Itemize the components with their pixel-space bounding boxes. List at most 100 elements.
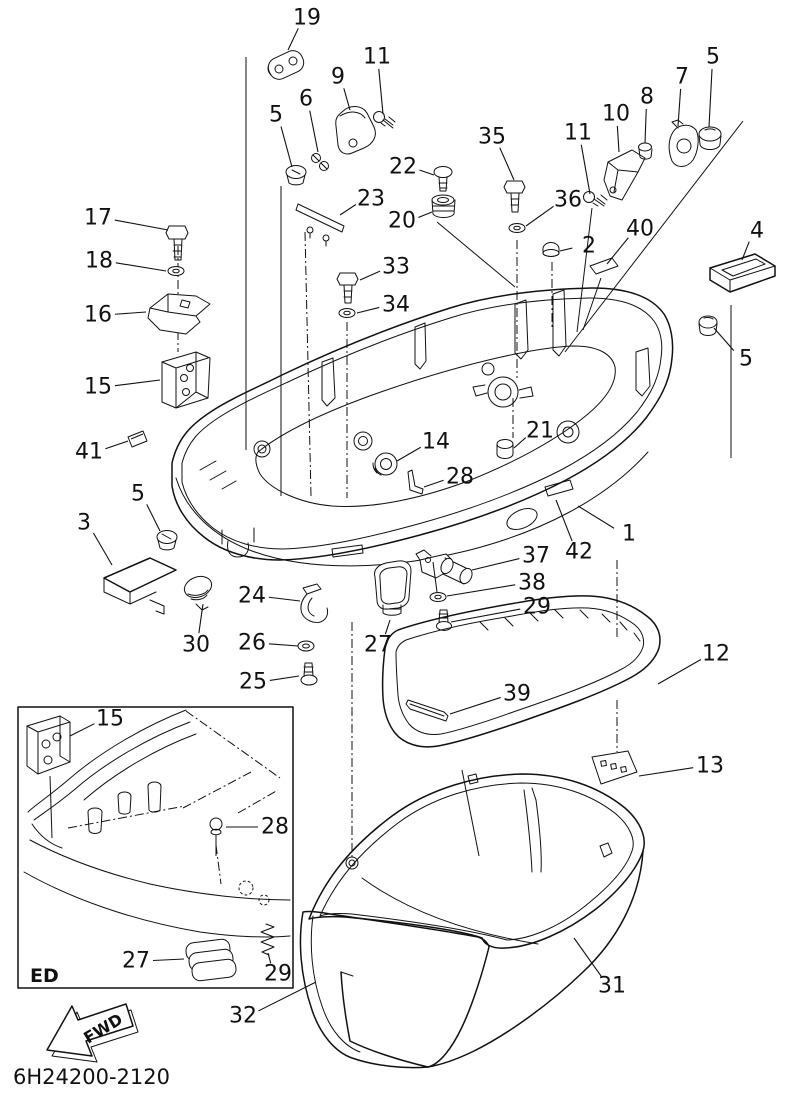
handle-part-4 <box>709 253 776 293</box>
inset-bolt-part-28 <box>209 817 223 856</box>
gasket-part-12 <box>381 595 661 748</box>
leader-line-39 <box>449 696 501 715</box>
leader-line-27 <box>152 958 185 962</box>
clips-part-6 <box>311 153 329 171</box>
plate-part-19 <box>267 50 305 80</box>
inset-box <box>17 706 294 989</box>
damper-part-15 <box>161 351 211 409</box>
plate-part-7 <box>668 119 699 167</box>
washer-part-38 <box>429 592 447 602</box>
callout-number-15: 15 <box>96 707 124 732</box>
handle-part-3 <box>103 557 177 615</box>
callout-number-15: 15 <box>84 375 112 400</box>
washer-part-34 <box>338 308 356 318</box>
callout-number-19: 19 <box>293 6 321 31</box>
callout-number-27: 27 <box>122 949 150 974</box>
leader-line-5 <box>713 327 735 352</box>
callout-number-8: 8 <box>640 85 654 110</box>
leader-line-7 <box>677 88 682 127</box>
callout-number-21: 21 <box>526 419 554 444</box>
assembly-lines-layer <box>49 57 744 885</box>
inset-view-ed: ED <box>17 706 294 989</box>
callout-layer: 1911965352223203633341718161541531110875… <box>69 6 764 1029</box>
callout-number-34: 34 <box>382 293 410 318</box>
bar-part-23 <box>295 203 345 247</box>
callout-number-18: 18 <box>85 249 113 274</box>
leader-line-6 <box>309 110 319 153</box>
leader-line-31 <box>573 937 602 977</box>
callout-number-10: 10 <box>602 102 630 127</box>
callout-number-7: 7 <box>675 65 689 90</box>
hook-part-37 <box>415 549 473 593</box>
callout-number-24: 24 <box>238 584 266 609</box>
plug-part-30 <box>183 575 213 611</box>
assembly-line-22 <box>185 710 281 779</box>
leader-line-24 <box>268 596 301 602</box>
assembly-line-8 <box>576 207 593 333</box>
callout-number-6: 6 <box>299 87 313 112</box>
callout-number-12: 12 <box>702 642 730 667</box>
leader-line-25 <box>269 675 300 681</box>
washer-part-18 <box>167 266 185 276</box>
leader-line-13 <box>638 767 694 777</box>
callout-number-5: 5 <box>739 347 753 372</box>
leader-line-2 <box>559 247 573 252</box>
leader-line-30 <box>198 603 204 634</box>
plug-part-21 <box>496 439 514 459</box>
screw-part-11-right <box>583 191 608 207</box>
leader-line-38 <box>446 584 516 597</box>
screw-part-25 <box>300 662 318 686</box>
callout-number-39: 39 <box>503 682 531 707</box>
callout-number-9: 9 <box>331 65 345 90</box>
callout-number-22: 22 <box>389 155 417 180</box>
assembly-line-5 <box>436 221 516 288</box>
assembly-line-2 <box>304 231 312 497</box>
callout-number-1: 1 <box>622 522 636 547</box>
leader-line-17 <box>114 219 169 231</box>
callout-number-29: 29 <box>523 595 551 620</box>
bolt-part-17 <box>165 225 189 261</box>
screw-part-11-left <box>373 111 396 129</box>
assembly-line-10 <box>564 120 744 353</box>
callout-number-36: 36 <box>554 188 582 213</box>
callout-number-41: 41 <box>75 440 103 465</box>
assembly-line-17 <box>215 844 222 885</box>
clamp-part-24 <box>300 583 329 623</box>
inset-pads-part-27 <box>185 938 237 982</box>
grommet-part-5-topleft <box>285 165 307 186</box>
callout-number-29: 29 <box>264 962 292 987</box>
assembly-line-19 <box>67 805 186 829</box>
label-plate-part-42 <box>544 479 574 497</box>
apron-part-32 <box>299 910 490 1069</box>
leader-line-29 <box>267 952 272 964</box>
bottom-cowling-body <box>171 287 674 567</box>
callout-number-23: 23 <box>357 187 385 212</box>
bracket-part-10 <box>603 149 646 201</box>
slot-hole <box>331 544 364 558</box>
callout-number-16: 16 <box>84 303 112 328</box>
leader-line-35 <box>499 147 515 181</box>
leader-line-36 <box>525 205 554 227</box>
callout-number-14: 14 <box>422 430 450 455</box>
leader-line-29 <box>450 608 521 623</box>
cap-part-5-right <box>698 315 718 336</box>
leader-line-5 <box>146 504 161 532</box>
under-rim-bracket <box>221 527 255 558</box>
assembly-line-18 <box>49 775 53 839</box>
callout-number-3: 3 <box>77 511 91 536</box>
callout-number-27: 27 <box>364 633 392 658</box>
callout-number-42: 42 <box>565 540 593 565</box>
leader-line-9 <box>343 88 351 111</box>
callout-number-38: 38 <box>518 571 546 596</box>
callout-number-25: 25 <box>239 670 267 695</box>
leader-line-28 <box>423 479 444 488</box>
leader-line-26 <box>268 643 299 647</box>
leader-line-21 <box>513 437 527 449</box>
callout-number-5: 5 <box>269 103 283 128</box>
callout-number-40: 40 <box>626 217 654 242</box>
tag-part-41 <box>127 430 148 448</box>
leader-line-15 <box>69 723 95 737</box>
leader-line-23 <box>339 204 357 216</box>
leader-line-32 <box>258 981 317 1012</box>
leader-line-5 <box>280 126 293 168</box>
